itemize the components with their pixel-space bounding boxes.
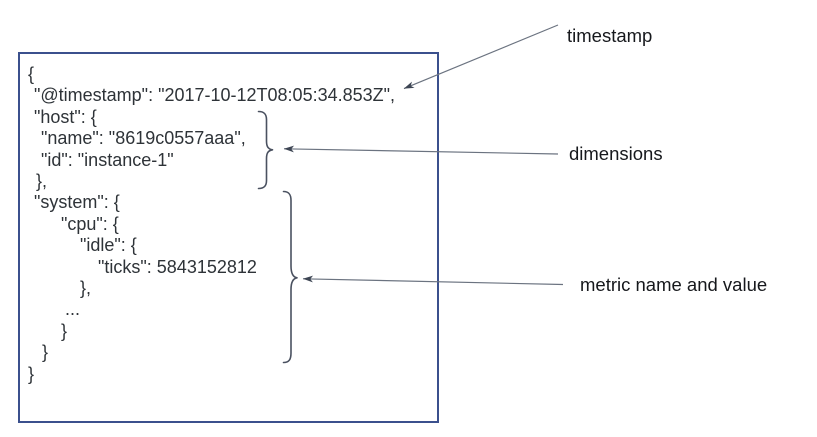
code-line: }, xyxy=(36,171,48,192)
code-line: ... xyxy=(65,299,81,320)
code-line: } xyxy=(42,342,49,363)
code-line: "idle": { xyxy=(80,235,137,256)
code-line: "ticks": 5843152812 xyxy=(98,256,257,277)
code-line: "id": "instance-1" xyxy=(41,149,174,170)
code-line: "system": { xyxy=(34,192,120,213)
code-line: "host": { xyxy=(34,106,97,127)
code-line: { xyxy=(28,64,35,84)
json-code: {"@timestamp": "2017-10-12T08:05:34.853Z… xyxy=(28,64,435,385)
code-line: } xyxy=(61,320,68,341)
code-line: "cpu": { xyxy=(61,213,119,234)
json-document-box: {"@timestamp": "2017-10-12T08:05:34.853Z… xyxy=(18,52,439,423)
label-metric-name-and-value: metric name and value xyxy=(580,274,768,295)
label-timestamp: timestamp xyxy=(567,25,653,46)
code-line: "name": "8619c0557aaa", xyxy=(41,128,246,149)
label-dimensions: dimensions xyxy=(569,143,663,164)
code-line: } xyxy=(28,363,35,384)
code-line: "@timestamp": "2017-10-12T08:05:34.853Z"… xyxy=(34,85,396,106)
code-line: }, xyxy=(80,278,92,299)
